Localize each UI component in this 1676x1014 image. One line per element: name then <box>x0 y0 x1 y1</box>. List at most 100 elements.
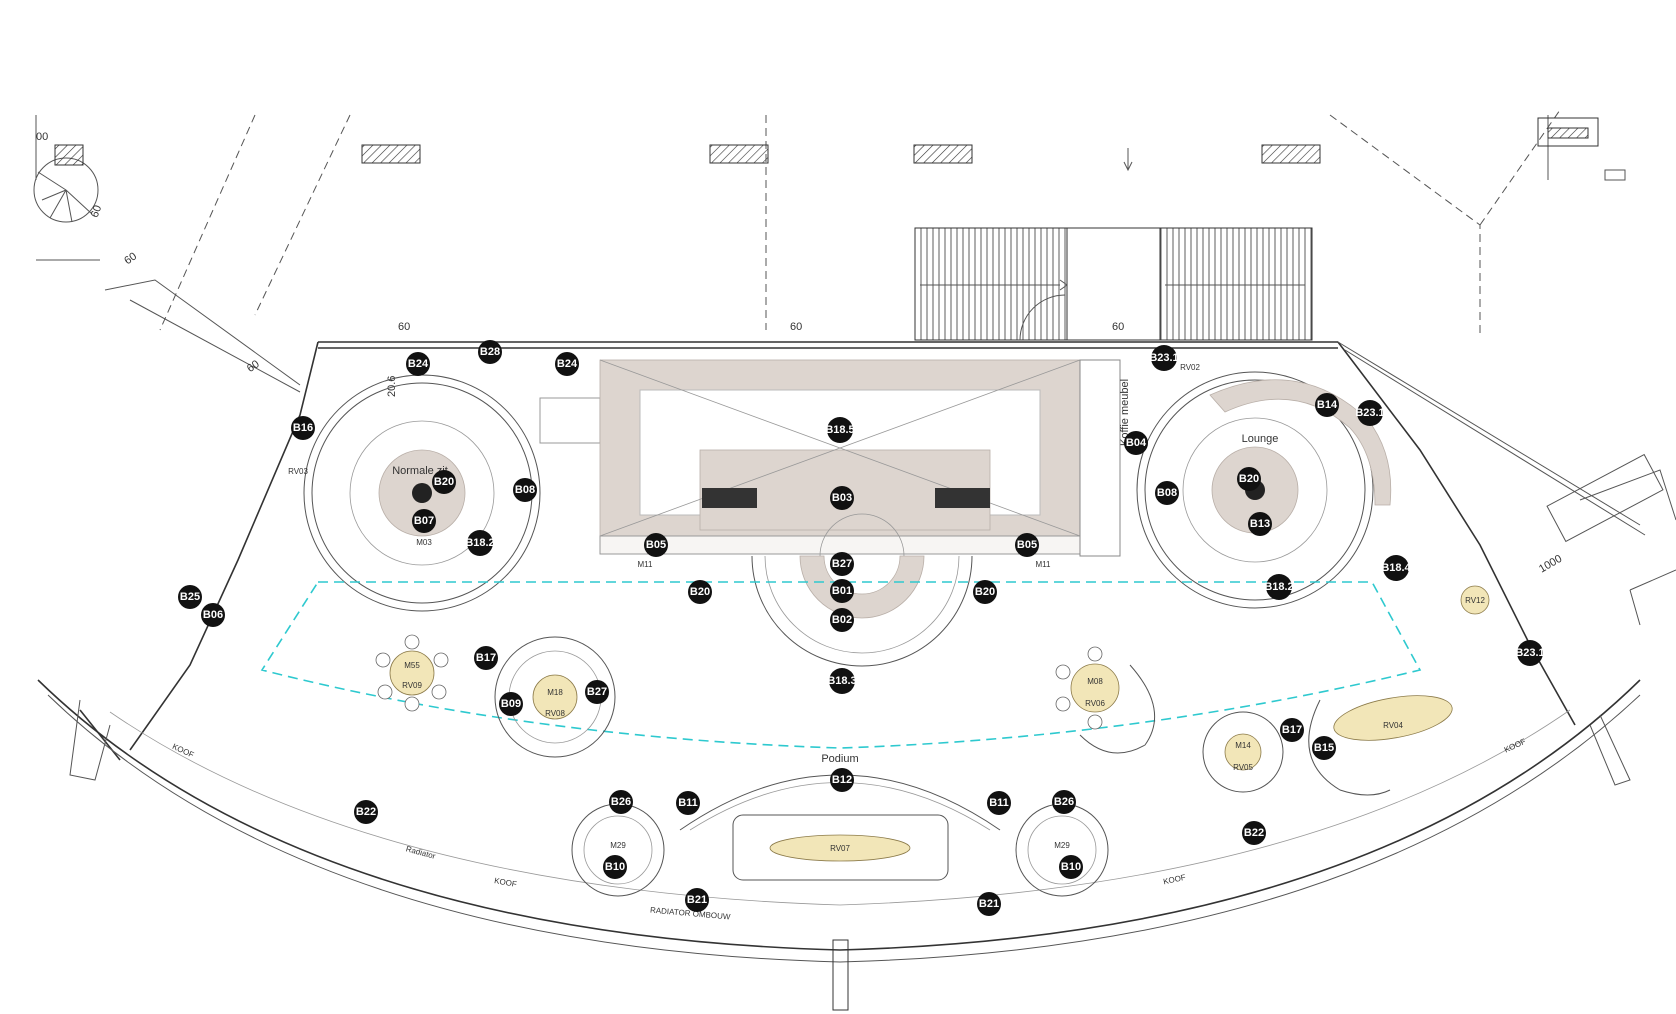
badge-b11b: B11 <box>987 791 1011 815</box>
level-marker: 20.6 <box>386 376 398 397</box>
badge-label: B17 <box>476 652 496 664</box>
badge-label: B11 <box>678 797 698 809</box>
badge-label: B21 <box>687 894 707 906</box>
table-m08: M08 <box>1087 677 1103 686</box>
badge-b13: B13 <box>1248 512 1272 536</box>
dim-right: 1000 <box>1537 553 1564 576</box>
badge-label: B22 <box>356 806 376 818</box>
dim-wall-e: 60 <box>790 321 802 333</box>
dim-top-left: 00 <box>36 131 48 143</box>
coffee-furniture-label: Koffie meubel <box>1119 379 1131 446</box>
badge-label: B18.5 <box>825 424 854 436</box>
badge-label: B20 <box>975 586 995 598</box>
rv-08: RV08 <box>545 709 565 718</box>
badge-label: B08 <box>515 484 535 496</box>
badge-label: B15 <box>1314 742 1334 754</box>
badge-b22b: B22 <box>1242 821 1266 845</box>
badge-label: B18.2 <box>465 537 494 549</box>
badge-b07: B07 <box>412 509 436 533</box>
badge-label: B27 <box>832 558 852 570</box>
badge-label: B23.1 <box>1355 407 1384 419</box>
table-m55: M55 <box>404 661 420 670</box>
badge-label: B13 <box>1250 518 1270 530</box>
dim-wall-c: 60 <box>245 358 262 375</box>
badge-label: B16 <box>293 422 313 434</box>
podium-area <box>571 774 1109 897</box>
rv-04: RV04 <box>1383 721 1403 730</box>
koof-right-b: KOOF <box>1503 737 1527 755</box>
badge-label: B24 <box>408 358 429 370</box>
badge-b24b: B24 <box>555 352 579 376</box>
badge-label: B27 <box>587 686 607 698</box>
badge-label: B28 <box>480 346 500 358</box>
badge-label: B17 <box>1282 724 1302 736</box>
badge-label: B26 <box>611 796 631 808</box>
badge-b10a: B10 <box>603 855 627 879</box>
badge-label: B07 <box>414 515 434 527</box>
badge-label: B06 <box>203 609 223 621</box>
badge-b03: B03 <box>830 486 854 510</box>
building-outline <box>35 109 1561 335</box>
badge-label: B20 <box>434 476 454 488</box>
badge-label: B08 <box>1157 487 1177 499</box>
badge-label: B18.4 <box>1381 562 1411 574</box>
rv-07: RV07 <box>830 844 850 853</box>
circulation-route <box>260 581 1422 749</box>
dim-wall-f: 60 <box>1112 321 1124 333</box>
badge-b28: B28 <box>478 340 502 364</box>
badge-label: B11 <box>989 797 1009 809</box>
badge-b231c: B23.1 <box>1515 640 1545 666</box>
badge-b11a: B11 <box>676 791 700 815</box>
dim-wall-a: 60 <box>89 204 104 220</box>
badge-b21a: B21 <box>685 888 709 912</box>
badge-label: B23.1 <box>1515 647 1544 659</box>
badge-b20c: B20 <box>688 580 712 604</box>
badge-label: B05 <box>646 539 666 551</box>
central-bar <box>539 359 1121 557</box>
badge-b02: B02 <box>830 608 854 632</box>
badge-b16: B16 <box>291 416 315 440</box>
badge-label: B10 <box>1061 861 1081 873</box>
badge-b09: B09 <box>499 692 523 716</box>
badge-label: B26 <box>1054 796 1074 808</box>
badge-label: B10 <box>605 861 625 873</box>
badge-b184: B18.4 <box>1381 555 1412 581</box>
badge-b17b: B17 <box>1280 718 1304 742</box>
badge-label: B03 <box>832 492 852 504</box>
badge-b231a: B23.1 <box>1149 345 1179 371</box>
radiator-label: Radiator <box>405 844 437 861</box>
badge-b25: B25 <box>178 585 202 609</box>
table-m18: M18 <box>547 688 563 697</box>
badge-b20d: B20 <box>973 580 997 604</box>
badge-b20b: B20 <box>1237 467 1261 491</box>
table-m29-left: M29 <box>610 841 626 850</box>
badge-b17a: B17 <box>474 646 498 670</box>
badge-label: B24 <box>557 358 578 370</box>
badge-b21b: B21 <box>977 892 1001 916</box>
badge-label: B18.3 <box>827 675 856 687</box>
badge-b08a: B08 <box>513 478 537 502</box>
badge-b183: B18.3 <box>827 668 857 694</box>
badge-label: B25 <box>180 591 200 603</box>
rv-03: RV03 <box>288 467 308 476</box>
stairwell <box>914 227 1313 341</box>
badge-b05a: B05 <box>644 533 668 557</box>
badge-label: B21 <box>979 898 999 910</box>
round-tables <box>375 585 1490 796</box>
rv-12: RV12 <box>1465 596 1485 605</box>
badge-label: B22 <box>1244 827 1264 839</box>
badge-b15: B15 <box>1312 736 1336 760</box>
badge-label: B14 <box>1317 399 1338 411</box>
rv-02: RV02 <box>1180 363 1200 372</box>
table-m11-right: M11 <box>1036 560 1052 569</box>
koof-center: KOOF <box>493 876 517 889</box>
lounge-label: Lounge <box>1242 433 1279 445</box>
badge-label: B18.2 <box>1264 581 1293 593</box>
badge-label: B09 <box>501 698 521 710</box>
badge-b04: B04 <box>1124 431 1148 455</box>
normale-zit-area <box>303 374 541 612</box>
lounge-area <box>1136 371 1392 609</box>
badge-b05b: B05 <box>1015 533 1039 557</box>
badge-label: B05 <box>1017 539 1037 551</box>
badge-label: B23.1 <box>1149 352 1178 364</box>
